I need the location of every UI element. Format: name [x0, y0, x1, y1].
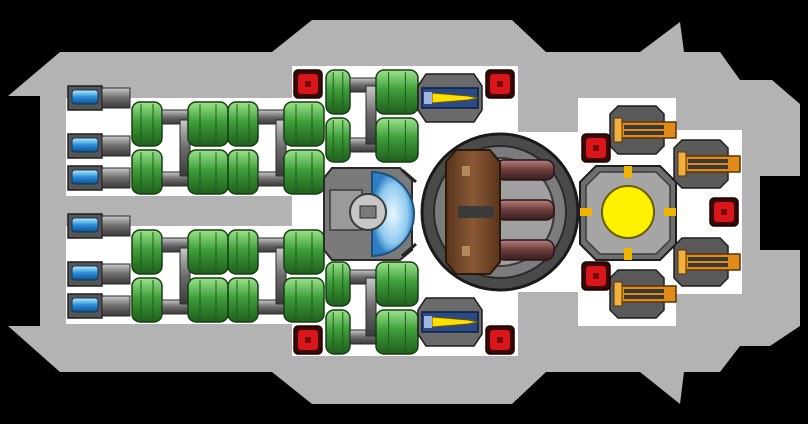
reactor-icon	[601, 185, 655, 239]
thruster-icon[interactable]	[67, 133, 131, 159]
fuel-tank-icon[interactable]	[325, 309, 351, 355]
fuel-tank-icon[interactable]	[227, 101, 259, 147]
thruster-icon[interactable]	[67, 261, 131, 287]
thruster-icon[interactable]	[67, 85, 131, 111]
fuel-tanks	[131, 101, 325, 323]
missile-icon[interactable]	[417, 297, 483, 347]
main-turret[interactable]	[420, 132, 580, 292]
door-icon[interactable]	[293, 325, 323, 355]
cannon-icon[interactable]	[673, 139, 741, 189]
door-icon[interactable]	[293, 69, 323, 99]
shield-generator[interactable]	[323, 167, 417, 261]
engine-banks	[67, 85, 131, 319]
fuel-tank-icon[interactable]	[283, 101, 325, 147]
thruster-icon[interactable]	[67, 213, 131, 239]
cannon-icon[interactable]	[609, 105, 677, 155]
fuel-tank-icon[interactable]	[131, 149, 163, 195]
fuel-tank-icon[interactable]	[131, 277, 163, 323]
door-icon[interactable]	[709, 197, 739, 227]
fuel-tank-icon[interactable]	[283, 149, 325, 195]
missile-launchers	[417, 73, 483, 347]
fuel-tank-icon[interactable]	[131, 229, 163, 275]
fuel-tank-icon[interactable]	[375, 117, 419, 163]
fuel-tank-icon[interactable]	[187, 101, 229, 147]
cannon-icon[interactable]	[609, 269, 677, 319]
fuel-tank-icon[interactable]	[325, 261, 351, 307]
fuel-tank-icon[interactable]	[283, 277, 325, 323]
fuel-tank-icon[interactable]	[227, 277, 259, 323]
door-icon[interactable]	[485, 69, 515, 99]
fuel-tank-icon[interactable]	[131, 101, 163, 147]
fuel-tank-icon[interactable]	[375, 261, 419, 307]
fuel-tank-icon[interactable]	[227, 229, 259, 275]
door-icon[interactable]	[581, 261, 611, 291]
fuel-tank-icon[interactable]	[325, 117, 351, 163]
fuel-tank-icon[interactable]	[283, 229, 325, 275]
missile-icon[interactable]	[417, 73, 483, 123]
fuel-tank-icon[interactable]	[187, 149, 229, 195]
shield-dome-icon	[371, 170, 415, 258]
cannon-icon[interactable]	[673, 237, 741, 287]
thruster-icon[interactable]	[67, 293, 131, 319]
fuel-tank-icon[interactable]	[375, 69, 419, 115]
fuel-tank-icon[interactable]	[375, 309, 419, 355]
fuel-tank-icon[interactable]	[187, 229, 229, 275]
fuel-tank-icon[interactable]	[325, 69, 351, 115]
side-cannons	[609, 105, 741, 319]
door-icon[interactable]	[485, 325, 515, 355]
reactor-core[interactable]	[579, 165, 677, 261]
fuel-tanks-forward	[325, 69, 419, 355]
hull-doors	[293, 69, 739, 355]
door-icon[interactable]	[581, 133, 611, 163]
triple-cannon-icon	[445, 149, 555, 275]
thruster-icon[interactable]	[67, 165, 131, 191]
fuel-tank-icon[interactable]	[227, 149, 259, 195]
fuel-tank-icon[interactable]	[187, 277, 229, 323]
